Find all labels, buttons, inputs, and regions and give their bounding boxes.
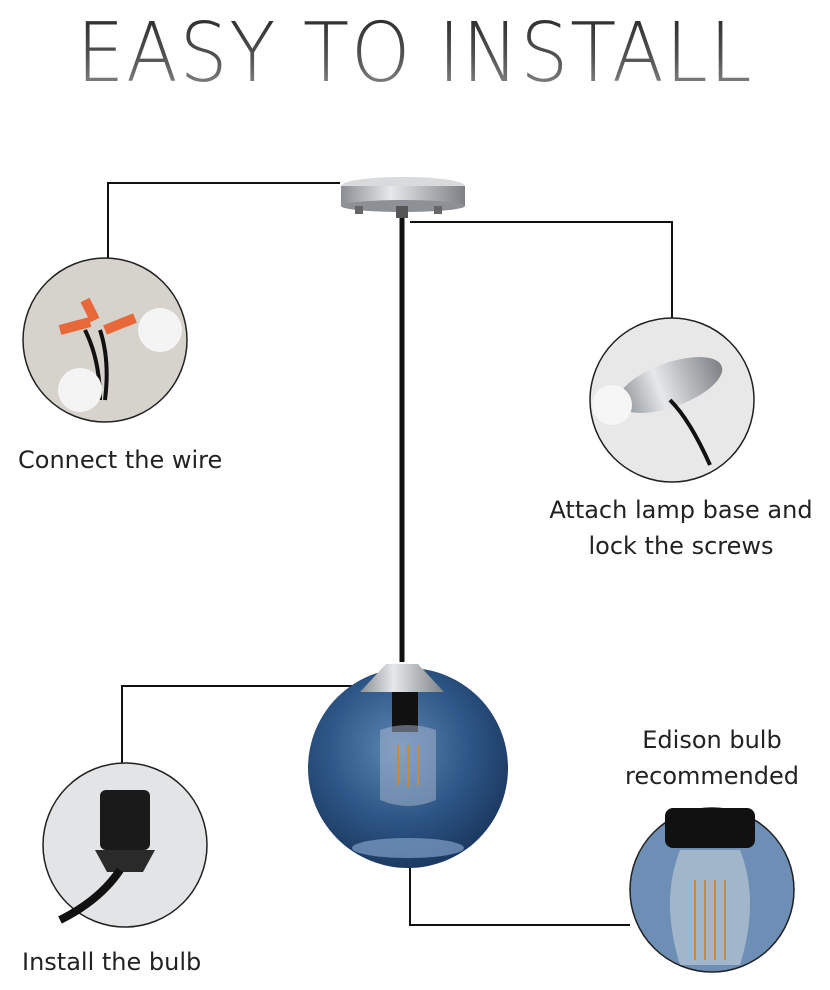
step-image-edison-bulb bbox=[629, 807, 795, 973]
step-image-connect-wire bbox=[22, 257, 188, 423]
caption-edison-line2: recommended bbox=[625, 762, 799, 790]
step-image-attach-base bbox=[589, 317, 755, 483]
caption-attach-base-line1: Attach lamp base and bbox=[549, 496, 813, 524]
page-title: EASY TO INSTALL bbox=[33, 6, 797, 101]
canopy bbox=[341, 177, 465, 218]
connector-lines bbox=[107, 182, 673, 926]
caption-install-bulb: Install the bulb bbox=[22, 948, 202, 976]
step-image-install-bulb bbox=[42, 762, 208, 928]
caption-connect-wire: Connect the wire bbox=[18, 446, 223, 474]
caption-edison-line1: Edison bulb bbox=[642, 726, 782, 754]
pendant-lamp bbox=[308, 664, 508, 868]
caption-attach-base-line2: lock the screws bbox=[588, 532, 774, 560]
